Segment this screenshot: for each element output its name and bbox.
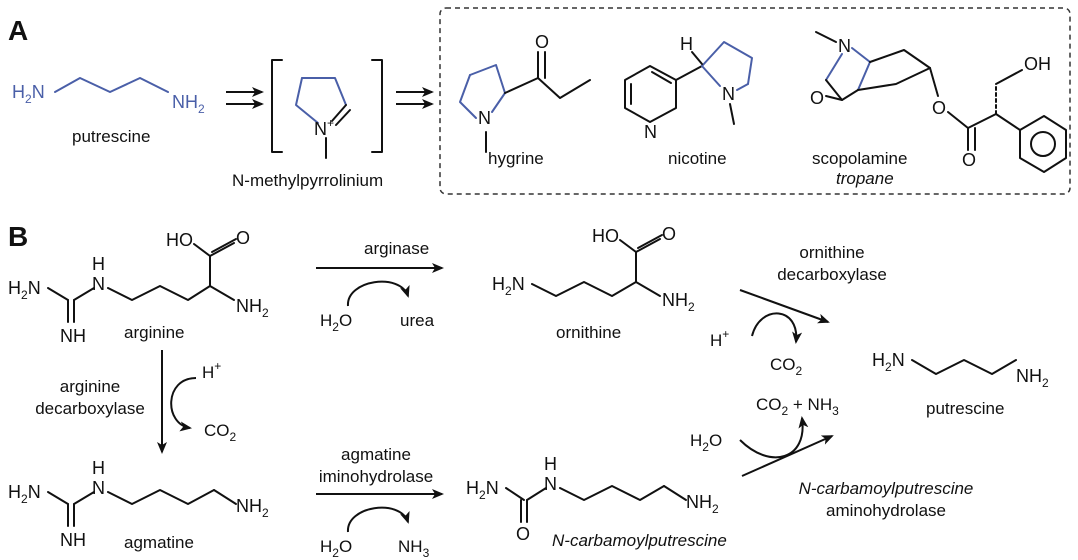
svg-text:H: H [680, 34, 693, 54]
svg-text:OH: OH [1024, 54, 1051, 74]
svg-text:H2N: H2N [872, 350, 905, 374]
svg-text:O: O [932, 98, 946, 118]
svg-text:N: N [92, 274, 105, 294]
panel-b-label: B [8, 221, 28, 252]
svg-text:H2N: H2N [466, 478, 499, 502]
svg-text:NH: NH [60, 530, 86, 550]
scopolamine-structure: N O O O OH [810, 31, 1067, 173]
double-arrow-2 [396, 87, 434, 109]
svg-text:H2N: H2N [8, 482, 41, 506]
svg-text:HO: HO [166, 230, 193, 250]
arginine-label: arginine [124, 323, 185, 342]
urea-label: urea [400, 311, 435, 330]
svg-text:O: O [810, 88, 824, 108]
svg-text:H2O: H2O [690, 431, 722, 454]
svg-text:O: O [662, 224, 676, 244]
svg-text:CO2: CO2 [770, 355, 803, 378]
putrescine-structure-b: H2N NH2 [872, 350, 1049, 390]
intermediate-label: N-methylpyrrolinium [232, 171, 383, 190]
svg-text:H2N: H2N [8, 278, 41, 302]
svg-text:H: H [92, 458, 105, 478]
svg-text:O: O [962, 150, 976, 170]
svg-text:NH2: NH2 [686, 492, 719, 516]
svg-text:NH: NH [60, 326, 86, 346]
svg-text:H2N: H2N [12, 82, 45, 106]
svg-text:H+: H+ [710, 327, 729, 350]
n-methylpyrrolinium-structure: N+ [271, 59, 383, 159]
adc-label-2: decarboxylase [35, 399, 145, 418]
svg-text:H2O: H2O [320, 537, 352, 560]
svg-text:HO: HO [592, 226, 619, 246]
ornithine-structure: H2N O HO NH2 [492, 224, 695, 314]
svg-text:H+: H+ [202, 359, 221, 382]
tropane-label: tropane [836, 169, 894, 188]
adc-label-1: arginine [60, 377, 121, 396]
aih-label-2: iminohydrolase [319, 467, 433, 486]
svg-text:O: O [535, 32, 549, 52]
svg-text:H: H [544, 454, 557, 474]
hygrine-structure: N O [459, 32, 591, 153]
svg-text:O: O [516, 524, 530, 544]
svg-text:N: N [722, 84, 735, 104]
arginase-label: arginase [364, 239, 429, 258]
svg-text:N: N [544, 474, 557, 494]
ornithine-label: ornithine [556, 323, 621, 342]
cpa-label-2: aminohydrolase [826, 501, 946, 520]
svg-text:NH2: NH2 [662, 290, 695, 314]
products-box [439, 7, 1071, 195]
double-arrow-1 [226, 87, 264, 109]
odc-label-2: decarboxylase [777, 265, 887, 284]
svg-text:N: N [478, 108, 491, 128]
scopolamine-label: scopolamine [812, 149, 907, 168]
agmatine-label: agmatine [124, 533, 194, 552]
svg-text:N: N [644, 122, 657, 142]
putrescine-label-b: putrescine [926, 399, 1004, 418]
svg-text:H: H [92, 254, 105, 274]
svg-text:O: O [236, 228, 250, 248]
putrescine-label-a: putrescine [72, 127, 150, 146]
aih-label-1: agmatine [341, 445, 411, 464]
svg-text:NH2: NH2 [236, 496, 269, 520]
odc-label-1: ornithine [799, 243, 864, 262]
svg-text:NH2: NH2 [236, 296, 269, 320]
svg-text:CO2: CO2 [204, 421, 237, 444]
water-label-1: H2O [320, 311, 352, 334]
hygrine-label: hygrine [488, 149, 544, 168]
agmatine-structure: H2N NH H N NH2 [8, 458, 269, 550]
nicotine-label: nicotine [668, 149, 727, 168]
cpa-label-1: N-carbamoylputrescine [799, 479, 974, 498]
svg-text:NH3: NH3 [398, 537, 430, 560]
svg-text:N: N [838, 36, 851, 56]
carbamoylputrescine-label: N-carbamoylputrescine [552, 531, 727, 550]
svg-text:NH2: NH2 [1016, 366, 1049, 390]
svg-text:H2N: H2N [492, 274, 525, 298]
svg-text:N+: N+ [314, 116, 334, 139]
panel-a-label: A [8, 15, 28, 46]
nicotine-structure: N N H [624, 34, 753, 142]
svg-text:N: N [92, 478, 105, 498]
svg-text:NH2: NH2 [172, 92, 205, 116]
putrescine-structure-a: H2N NH2 [12, 77, 205, 116]
svg-text:CO2 + NH3: CO2 + NH3 [756, 395, 839, 418]
